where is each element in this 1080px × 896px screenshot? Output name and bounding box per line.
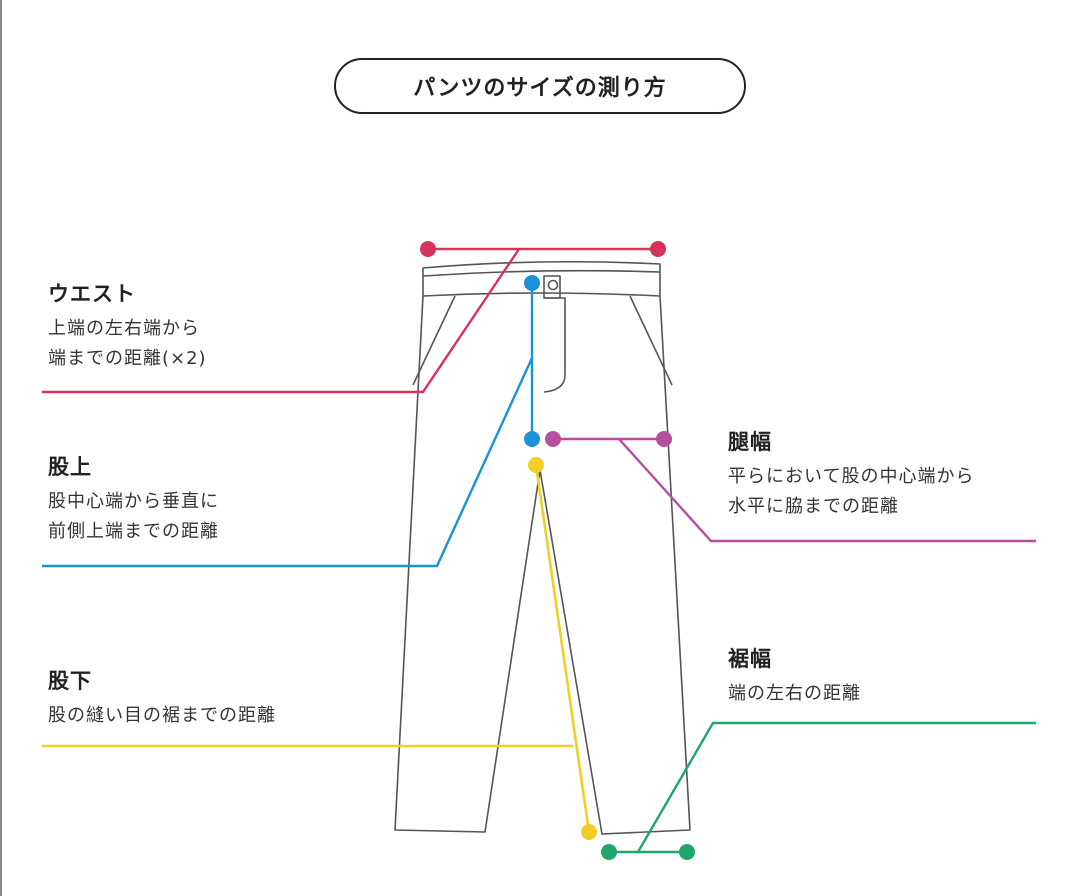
rise-dot-top: [524, 275, 540, 291]
thigh-label: 腿幅 平らにおいて股の中心端から 水平に脇までの距離: [728, 428, 974, 522]
rise-desc-line2: 前側上端までの距離: [48, 521, 219, 542]
waist-measure-lines: [42, 247, 658, 394]
rise-label: 股上 股中心端から垂直に 前側上端までの距離: [48, 453, 219, 547]
waist-label: ウエスト 上端の左右端から 端までの距離(×2): [48, 280, 207, 374]
waist-desc-line2: 端までの距離(×2): [48, 348, 207, 369]
window-left-border: [0, 0, 2, 896]
inseam-measure-lines: [42, 464, 591, 833]
inseam-dot-top: [528, 457, 544, 473]
button-icon: [547, 279, 559, 291]
thigh-title: 腿幅: [728, 430, 772, 454]
pants-body: [394, 295, 691, 835]
rise-desc-line1: 股中心端から垂直に: [48, 491, 219, 512]
thigh-measure-lines: [553, 437, 1036, 543]
thigh-dot-left: [545, 431, 561, 447]
thigh-desc-line2: 水平に脇までの距離: [728, 496, 899, 517]
waist-dot-right: [650, 241, 666, 257]
hem-dot-right: [679, 844, 695, 860]
waistband-stitch: [422, 269, 661, 277]
waist-title: ウエスト: [48, 282, 136, 306]
rise-title: 股上: [48, 455, 92, 479]
inseam-dot-bottom: [581, 824, 597, 840]
rise-dot-bottom: [524, 431, 540, 447]
thigh-dot-right: [656, 431, 672, 447]
page-title: パンツのサイズの測り方: [334, 58, 746, 114]
rise-measure-lines: [42, 283, 534, 568]
hem-title: 裾幅: [728, 647, 772, 671]
waist-desc-line1: 上端の左右端から: [48, 318, 200, 339]
hem-desc-line1: 端の左右の距離: [728, 683, 861, 704]
hem-measure-lines: [609, 721, 1036, 854]
pants-outline: [394, 260, 691, 835]
inseam-desc-line1: 股の縫い目の裾までの距離: [48, 705, 276, 726]
waist-dot-left: [420, 241, 436, 257]
thigh-desc-line1: 平らにおいて股の中心端から: [728, 466, 975, 487]
inseam-label: 股下 股の縫い目の裾までの距離: [48, 667, 276, 731]
inseam-title: 股下: [48, 669, 92, 693]
hem-dot-left: [601, 844, 617, 860]
fly: [543, 297, 566, 393]
hem-label: 裾幅 端の左右の距離: [728, 645, 861, 709]
waistband: [422, 260, 661, 297]
right-pocket: [629, 295, 673, 386]
left-pocket: [412, 295, 456, 386]
